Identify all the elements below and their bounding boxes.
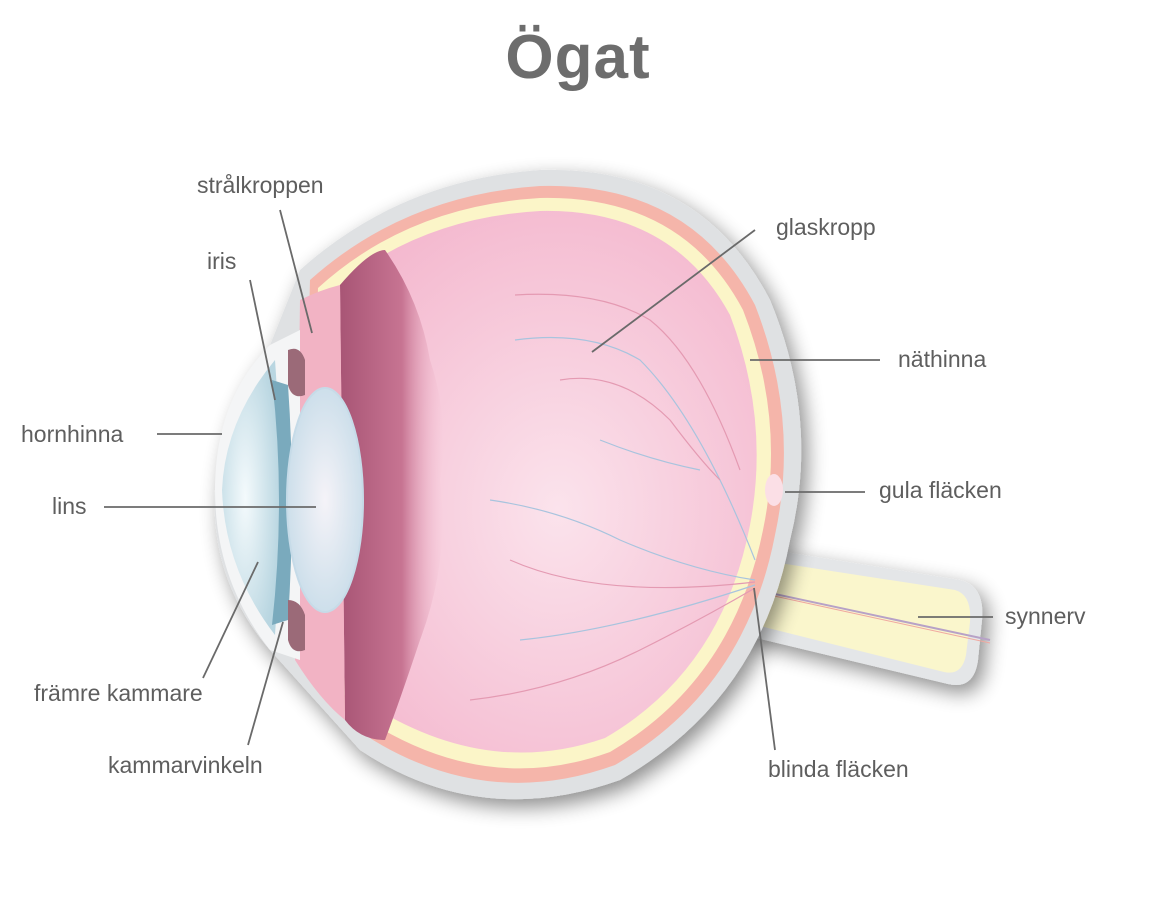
label-kammarvinkeln: kammarvinkeln: [108, 752, 263, 778]
label-framre-kammare: främre kammare: [34, 680, 203, 706]
leader-lines: [104, 209, 993, 751]
lens: [286, 387, 364, 613]
label-nathinna: näthinna: [898, 346, 987, 372]
page-title: Ögat: [505, 23, 651, 92]
cornea: [222, 360, 280, 635]
label-hornhinna: hornhinna: [21, 421, 124, 447]
label-stralkroppen: strålkroppen: [197, 172, 324, 198]
label-gula-flacken: gula fläcken: [879, 477, 1002, 503]
iris: [272, 380, 292, 625]
label-iris: iris: [207, 248, 237, 274]
blood-vessels: [469, 293, 756, 701]
label-blinda-flacken: blinda fläcken: [768, 756, 909, 782]
label-glaskropp: glaskropp: [776, 214, 876, 240]
label-lins: lins: [52, 493, 87, 519]
optic-nerve: [748, 548, 983, 685]
macula: [765, 474, 783, 506]
ciliary-body: [340, 250, 444, 740]
label-synnerv: synnerv: [1005, 603, 1086, 629]
